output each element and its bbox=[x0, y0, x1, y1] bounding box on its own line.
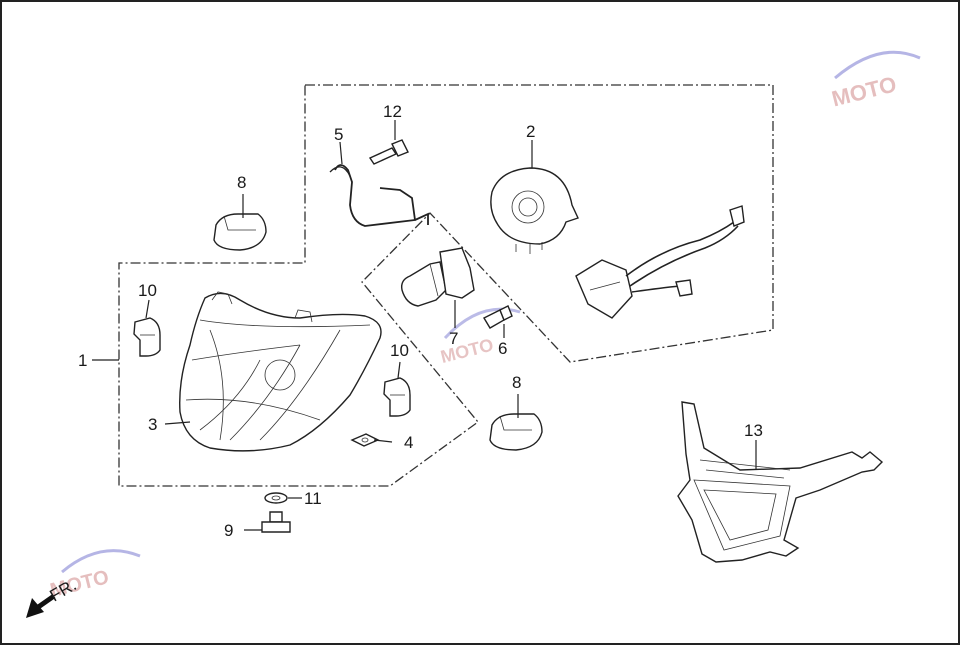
rubber-cap-right bbox=[489, 413, 543, 451]
clip-right bbox=[383, 377, 411, 417]
front-direction-arrow-icon bbox=[26, 593, 56, 618]
front-bracket bbox=[677, 401, 884, 563]
washer bbox=[264, 492, 288, 504]
callout-5: 5 bbox=[334, 125, 343, 144]
position-bulb bbox=[483, 305, 513, 329]
spring-wire bbox=[329, 164, 429, 227]
callout-7: 7 bbox=[449, 329, 458, 348]
callout-11: 11 bbox=[304, 489, 322, 508]
callout-10-right: 10 bbox=[390, 341, 409, 360]
callout-12: 12 bbox=[383, 102, 402, 121]
callout-9: 9 bbox=[224, 521, 233, 540]
leader-lines bbox=[92, 120, 757, 531]
callout-3: 3 bbox=[148, 415, 157, 434]
svg-text:MOTO: MOTO bbox=[829, 71, 899, 111]
clip-left bbox=[133, 317, 161, 357]
headlight-group-outline bbox=[118, 84, 774, 487]
svg-text:MOTO: MOTO bbox=[438, 335, 495, 367]
headlight-assembly bbox=[179, 291, 382, 452]
callout-1: 1 bbox=[78, 351, 87, 370]
callout-13: 13 bbox=[744, 421, 763, 440]
callout-4: 4 bbox=[404, 433, 413, 452]
wiring-harness bbox=[575, 205, 745, 319]
bulb-socket-ring bbox=[490, 167, 579, 254]
watermark-logo-top: MOTO bbox=[829, 50, 921, 111]
callout-10-left: 10 bbox=[138, 281, 157, 300]
headlight-bulb bbox=[400, 247, 475, 307]
screw-part-12 bbox=[368, 139, 409, 165]
callout-2: 2 bbox=[526, 122, 535, 141]
callout-8-left: 8 bbox=[237, 173, 246, 192]
callout-8-right: 8 bbox=[512, 373, 521, 392]
callout-6: 6 bbox=[498, 339, 507, 358]
bolt bbox=[261, 511, 291, 533]
rubber-cap-left bbox=[213, 213, 267, 251]
